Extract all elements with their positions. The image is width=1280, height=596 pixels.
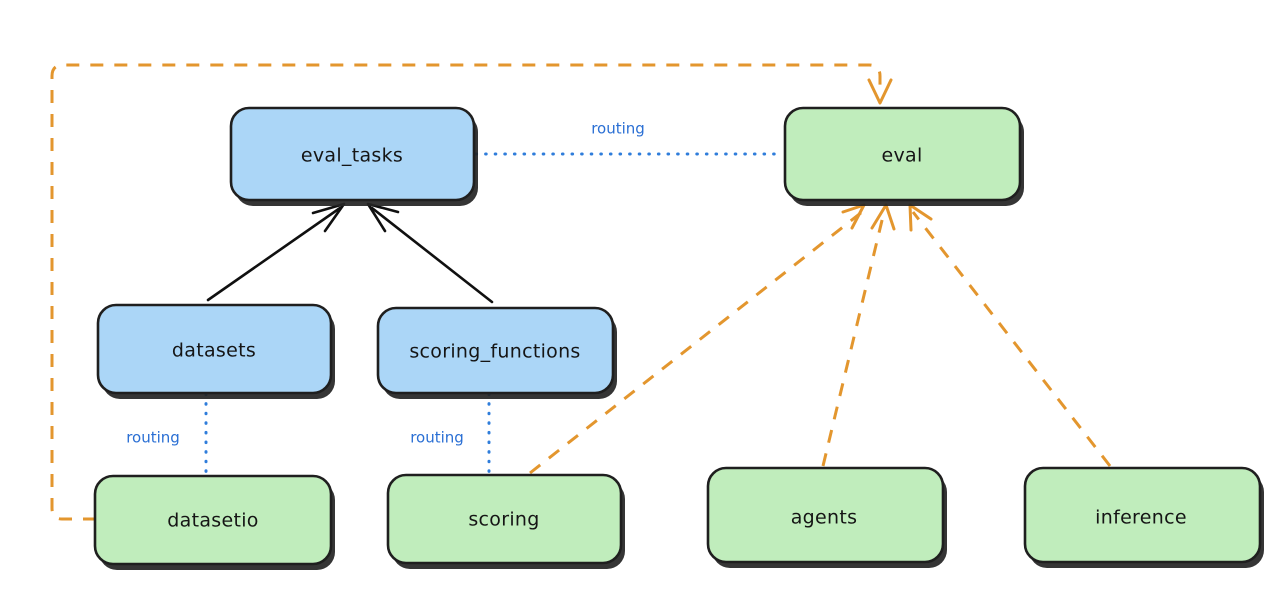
node-eval_tasks[interactable]: eval_tasks bbox=[229, 106, 478, 206]
node-inference[interactable]: inference bbox=[1023, 466, 1264, 568]
node-datasets-label: datasets bbox=[172, 340, 256, 362]
node-scoring_functions[interactable]: scoring_functions bbox=[376, 306, 617, 399]
edge-label-eval_tasks-eval: routing bbox=[591, 120, 645, 138]
node-eval-label: eval bbox=[881, 145, 922, 167]
node-scoring[interactable]: scoring bbox=[386, 473, 625, 569]
node-eval_tasks-box[interactable] bbox=[229, 106, 476, 202]
node-eval_tasks-label: eval_tasks bbox=[301, 145, 403, 167]
edge-scoring_functions-eval_tasks bbox=[370, 206, 494, 304]
edge-agents-eval-arrowhead bbox=[870, 203, 896, 231]
edge-label-datasets-datasetio: routing bbox=[126, 429, 180, 447]
node-scoring_functions-box[interactable] bbox=[376, 306, 615, 395]
edge-datasets-eval_tasks bbox=[206, 206, 342, 302]
edge-inference-eval-arrowhead bbox=[908, 203, 933, 232]
node-scoring-label: scoring bbox=[468, 509, 539, 531]
node-datasetio-box[interactable] bbox=[93, 474, 333, 566]
edge-datasetio-eval bbox=[50, 63, 882, 521]
node-datasets-box[interactable] bbox=[96, 303, 333, 395]
node-scoring-box[interactable] bbox=[386, 473, 623, 565]
node-agents-box[interactable] bbox=[706, 466, 945, 564]
edge-label-group: routing routing routing bbox=[108, 115, 663, 451]
edge-scoring-eval-arrowhead bbox=[841, 203, 866, 230]
edge-label-left-bg bbox=[108, 425, 200, 451]
node-eval-box[interactable] bbox=[783, 106, 1022, 202]
node-agents-label: agents bbox=[791, 507, 858, 529]
node-inference-box[interactable] bbox=[1023, 466, 1262, 564]
node-scoring_functions-label: scoring_functions bbox=[409, 341, 580, 363]
edge-label-scoring_functions-scoring: routing bbox=[410, 429, 464, 447]
edge-inference-eval bbox=[911, 211, 1112, 467]
edge-label-top-bg bbox=[575, 115, 663, 141]
edge-datasetio-eval-arrowhead bbox=[867, 78, 893, 105]
edge-agents-eval bbox=[821, 211, 886, 467]
node-datasetio-label: datasetio bbox=[167, 510, 258, 532]
node-datasetio[interactable]: datasetio bbox=[93, 474, 335, 570]
node-agents[interactable]: agents bbox=[706, 466, 947, 568]
node-eval[interactable]: eval bbox=[783, 106, 1024, 206]
node-inference-label: inference bbox=[1095, 507, 1187, 529]
node-datasets[interactable]: datasets bbox=[96, 303, 335, 399]
edge-label-mid-bg bbox=[392, 425, 484, 451]
